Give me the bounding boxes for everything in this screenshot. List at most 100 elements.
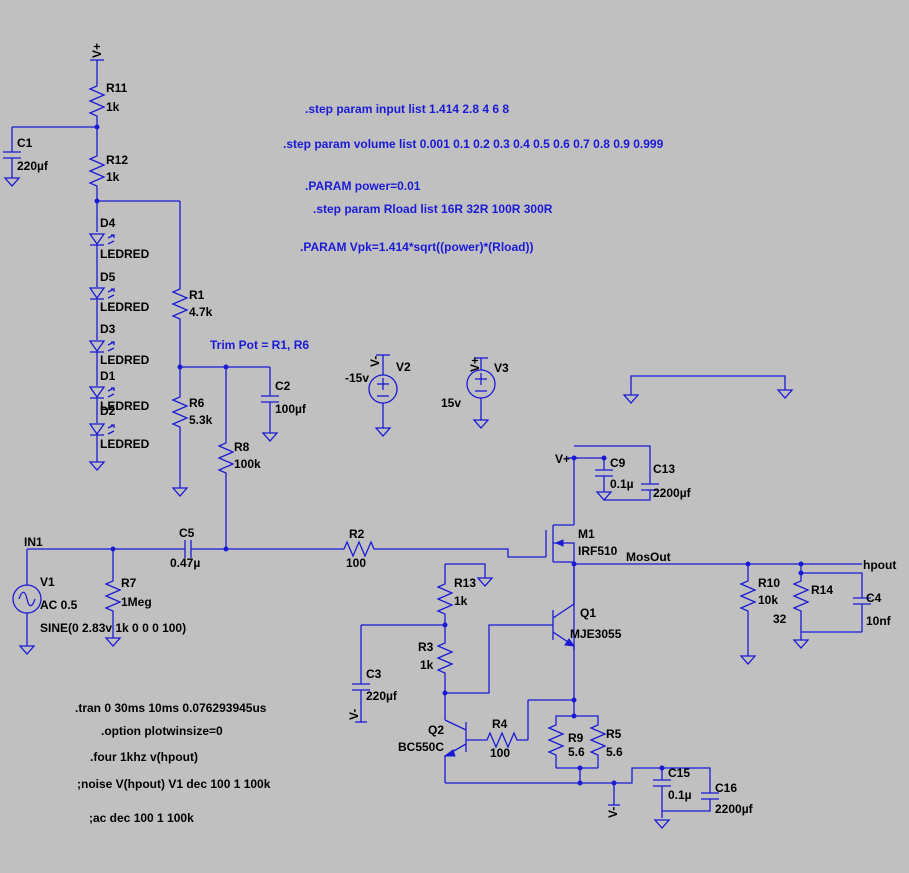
ground-symbol xyxy=(653,819,671,829)
c5-value: 0.47µ xyxy=(170,556,200,570)
ground-symbol xyxy=(792,639,810,649)
junction xyxy=(601,455,607,461)
trim-pot-note[interactable]: Trim Pot = R1, R6 xyxy=(210,338,309,352)
d3-name: D3 xyxy=(100,322,116,336)
ac-command[interactable]: ;ac dec 100 1 100k xyxy=(89,811,194,825)
ground-symbol xyxy=(374,427,392,437)
q1-name: Q1 xyxy=(580,606,596,620)
directive-param-power[interactable]: .PARAM power=0.01 xyxy=(305,179,421,193)
transistor-q2[interactable]: Q2 BC550C xyxy=(398,719,467,783)
r5-value: 5.6 xyxy=(606,745,623,759)
transistor-q1[interactable]: Q1 MJE3055 xyxy=(552,564,622,700)
capacitor-c1[interactable]: C1 220µf xyxy=(3,127,49,178)
directive-param-vpk[interactable]: .PARAM Vpk=1.414*sqrt((power)*(Rload)) xyxy=(300,240,533,254)
d4-value: LEDRED xyxy=(100,247,150,261)
resistor-r13[interactable]: R13 1k xyxy=(436,576,476,617)
simulation-commands: .tran 0 30ms 10ms 0.076293945us .option … xyxy=(75,701,271,825)
r10-name: R10 xyxy=(758,576,780,590)
r3-value: 1k xyxy=(420,658,434,672)
ground-symbol xyxy=(3,177,21,187)
r5-name: R5 xyxy=(606,727,622,741)
noise-command[interactable]: ;noise V(hpout) V1 dec 100 1 100k xyxy=(77,777,271,791)
voltage-source-v3[interactable]: V+ V3 15v xyxy=(441,357,509,420)
c9-value: 0.1µ xyxy=(610,477,634,491)
vplus-flag-top[interactable]: V+ xyxy=(90,43,104,61)
resistor-r2[interactable]: R2 100 xyxy=(340,527,378,570)
r13-value: 1k xyxy=(454,594,468,608)
resistor-r10[interactable]: R10 10k xyxy=(739,576,780,614)
vminus-bottom-label: V- xyxy=(606,807,620,818)
c5-name: C5 xyxy=(179,526,195,540)
led-d4[interactable]: D4 LEDRED xyxy=(88,216,150,261)
resistor-r9[interactable]: R9 5.6 xyxy=(547,722,585,768)
v2-net-label: V- xyxy=(368,356,382,367)
capacitor-c5[interactable]: C5 0.47µ xyxy=(170,526,200,570)
resistor-r5[interactable]: R5 5.6 xyxy=(589,722,623,768)
resistor-r11[interactable]: R11 1k xyxy=(88,81,128,118)
c3-net-label: V- xyxy=(347,709,361,720)
r10-value: 10k xyxy=(758,593,778,607)
led-d5[interactable]: D5 LEDRED xyxy=(88,270,150,314)
c13-value: 2200µf xyxy=(653,486,692,500)
r6-name: R6 xyxy=(189,396,205,410)
junction xyxy=(223,546,229,552)
capacitor-c16[interactable]: C16 2200µf xyxy=(662,781,754,816)
c15-name: C15 xyxy=(668,766,690,780)
c15-value: 0.1µ xyxy=(668,788,692,802)
resistor-r6[interactable]: R6 5.3k xyxy=(171,394,213,430)
directive-step-rload[interactable]: .step param Rload list 16R 32R 100R 300R xyxy=(313,202,553,216)
c1-name: C1 xyxy=(17,136,33,150)
v3-name: V3 xyxy=(494,361,509,375)
wire xyxy=(445,624,553,694)
resistor-r12[interactable]: R12 1k xyxy=(88,152,128,190)
r7-value: 1Meg xyxy=(121,595,152,609)
d1-name: D1 xyxy=(100,369,116,383)
capacitor-c3[interactable]: C3 220µf xyxy=(352,667,398,722)
q2-value: BC550C xyxy=(398,740,444,754)
mosfet-m1[interactable]: M1 IRF510 xyxy=(545,524,618,563)
resistor-r3[interactable]: R3 1k xyxy=(418,640,454,676)
r11-name: R11 xyxy=(106,81,128,95)
four-command[interactable]: .four 1khz v(hpout) xyxy=(90,750,198,764)
in1-label: IN1 xyxy=(24,535,43,549)
wire xyxy=(360,624,445,684)
led-d3[interactable]: D3 LEDRED xyxy=(88,322,150,367)
resistor-r7[interactable]: R7 1Meg xyxy=(104,576,152,614)
resistor-r8[interactable]: R8 100k xyxy=(217,440,261,476)
m1-name: M1 xyxy=(578,527,595,541)
c3-value: 220µf xyxy=(366,689,398,703)
capacitor-c2[interactable]: C2 100µf xyxy=(261,367,307,433)
r12-name: R12 xyxy=(106,153,128,167)
capacitor-c9[interactable]: C9 0.1µ xyxy=(595,456,634,492)
voltage-source-v2[interactable]: V- V2 -15v xyxy=(345,354,411,428)
directive-step-input[interactable]: .step param input list 1.414 2.8 4 6 8 xyxy=(305,102,509,116)
resistor-r14[interactable]: R14 32 xyxy=(773,578,833,626)
ground-symbol xyxy=(595,491,613,501)
spice-directives: .step param input list 1.414 2.8 4 6 8 .… xyxy=(210,102,664,352)
tran-command[interactable]: .tran 0 30ms 10ms 0.076293945us xyxy=(75,701,267,715)
vplus-label: V+ xyxy=(90,43,104,58)
ground-symbol xyxy=(171,487,189,497)
capacitor-c4[interactable]: C4 10nf xyxy=(853,591,892,632)
v1-value: AC 0.5 xyxy=(40,598,78,612)
ground-symbol xyxy=(88,461,106,471)
voltage-source-v1[interactable]: V1 AC 0.5 SINE(0 2.83v 1k 0 0 0 100) xyxy=(12,549,186,646)
v2-name: V2 xyxy=(396,360,411,374)
d4-name: D4 xyxy=(100,216,116,230)
capacitor-c15[interactable]: C15 0.1µ xyxy=(653,766,692,818)
r12-value: 1k xyxy=(106,170,120,184)
capacitor-c13[interactable]: C13 2200µf xyxy=(604,462,692,501)
ground-symbol xyxy=(739,655,757,665)
wire xyxy=(378,548,546,558)
option-command[interactable]: .option plotwinsize=0 xyxy=(101,724,223,738)
wire xyxy=(556,767,598,783)
led-d1[interactable]: D1 LEDRED xyxy=(88,369,150,413)
r8-value: 100k xyxy=(234,457,261,471)
c2-name: C2 xyxy=(275,379,291,393)
c16-value: 2200µf xyxy=(715,802,754,816)
resistor-r4[interactable]: R4 100 xyxy=(484,717,528,760)
r2-name: R2 xyxy=(349,527,365,541)
resistor-r1[interactable]: R1 4.7k xyxy=(171,286,213,322)
directive-step-volume[interactable]: .step param volume list 0.001 0.1 0.2 0.… xyxy=(283,137,664,151)
